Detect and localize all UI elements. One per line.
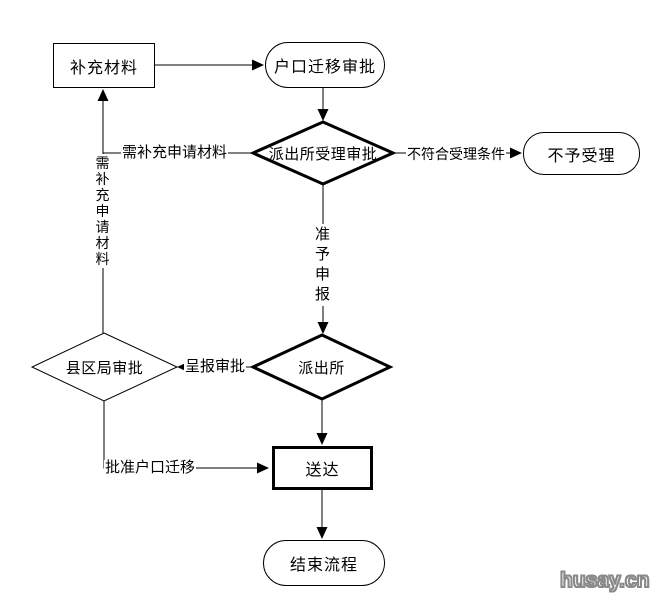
- arrowhead-down-into-police: [317, 322, 329, 334]
- police-station-diamond: [249, 333, 394, 401]
- acceptance-review-diamond: [249, 120, 397, 186]
- edge-label-approve-declare-vertical: 准予申报: [314, 224, 331, 306]
- arrowhead-down-into-end: [316, 527, 328, 539]
- edge-label-need-supplement-horizontal: 需补充申请材料: [121, 144, 229, 161]
- node-rejected: 不予受理: [523, 132, 640, 175]
- arrowhead-down-into-deliver: [316, 433, 328, 445]
- edge-county-to-deliver: [103, 401, 258, 469]
- node-migration-approval: 户口迁移审批: [265, 42, 385, 88]
- edge-label-submit-for-approval: 呈报审批: [184, 358, 247, 375]
- edge-label-approve-migration: 批准户口迁移: [104, 459, 197, 476]
- county-bureau-diamond: [30, 332, 179, 402]
- arrowhead-up-into-supplement: [97, 89, 109, 101]
- edge-label-need-supplement-vertical: 需补充申请材料: [94, 154, 111, 268]
- node-supplement-materials: 补充材料: [53, 43, 155, 88]
- arrowhead-right-into-deliver: [257, 462, 269, 474]
- watermark-husay-cn: husay.cn: [559, 568, 650, 593]
- arrowhead-right-into-migration: [252, 59, 264, 71]
- edge-label-not-meet-conditions: 不符合受理条件: [406, 146, 506, 162]
- node-deliver: 送达: [272, 446, 373, 490]
- arrowhead-down-into-acceptance: [317, 109, 329, 121]
- arrowhead-right-into-rejected: [510, 147, 522, 159]
- node-end-process: 结束流程: [263, 540, 385, 586]
